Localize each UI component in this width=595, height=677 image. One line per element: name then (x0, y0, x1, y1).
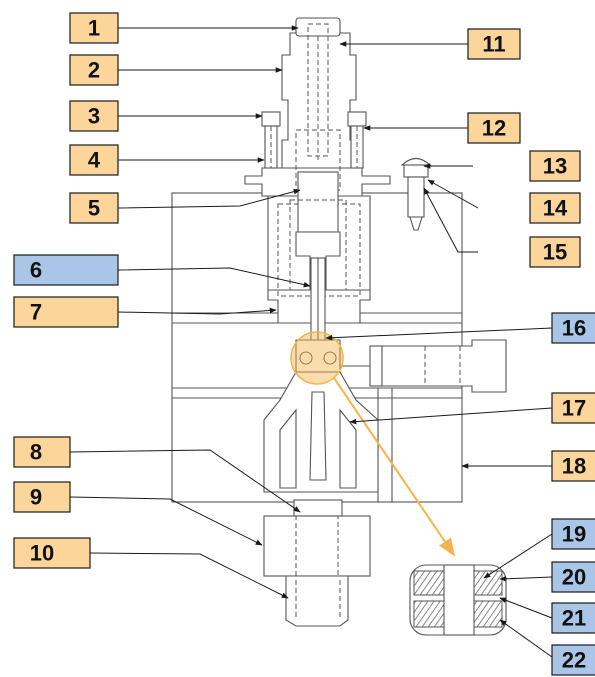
leader-lines (69, 25, 553, 658)
svg-text:1: 1 (88, 16, 100, 41)
callout-1: 1 (69, 12, 119, 44)
svg-text:3: 3 (88, 104, 100, 129)
callout-9: 9 (13, 481, 71, 513)
callout-22: 22 (551, 644, 595, 676)
callout-12: 12 (467, 112, 521, 144)
callout-21: 21 (551, 602, 595, 634)
callout-labels: 1 2 3 4 5 6 7 8 9 10 11 12 13 14 15 16 1… (13, 12, 595, 676)
svg-text:11: 11 (482, 32, 505, 57)
svg-text:20: 20 (562, 565, 586, 590)
callout-16: 16 (551, 312, 595, 344)
callout-14: 14 (529, 192, 581, 224)
callout-18: 18 (551, 450, 595, 482)
side-port (340, 339, 507, 393)
callout-4: 4 (69, 144, 119, 176)
svg-text:10: 10 (30, 541, 54, 566)
svg-text:15: 15 (543, 240, 567, 265)
callout-8: 8 (13, 436, 71, 468)
callout-15: 15 (529, 236, 581, 268)
callout-19: 19 (551, 518, 595, 550)
svg-text:6: 6 (30, 258, 42, 283)
outlet-fitting (285, 575, 349, 627)
adjuster-cap (295, 17, 341, 37)
callout-5: 5 (69, 192, 119, 224)
svg-text:12: 12 (482, 116, 506, 141)
callout-11: 11 (467, 28, 521, 60)
seal-detail-view (409, 564, 507, 636)
svg-text:5: 5 (88, 196, 100, 221)
svg-text:7: 7 (30, 300, 42, 325)
svg-text:14: 14 (543, 196, 568, 221)
side-bolt (400, 157, 432, 231)
svg-text:4: 4 (88, 148, 101, 173)
callout-13: 13 (529, 150, 581, 182)
left-screw (261, 111, 281, 169)
svg-text:13: 13 (543, 154, 567, 179)
svg-text:16: 16 (562, 316, 586, 341)
valve-drawing (171, 17, 507, 627)
callout-2: 2 (69, 54, 119, 86)
callout-17: 17 (551, 392, 595, 424)
svg-text:9: 9 (30, 485, 42, 510)
svg-text:21: 21 (562, 606, 586, 631)
right-screw (347, 111, 367, 169)
outlet-nut (293, 499, 343, 517)
svg-text:18: 18 (562, 454, 586, 479)
svg-text:19: 19 (562, 522, 586, 547)
seal-highlight-circle (290, 331, 344, 385)
callout-6: 6 (13, 254, 119, 286)
svg-text:8: 8 (30, 440, 42, 465)
svg-text:17: 17 (562, 396, 586, 421)
callout-3: 3 (69, 100, 119, 132)
svg-text:2: 2 (88, 58, 100, 83)
svg-text:22: 22 (562, 648, 586, 673)
detail-pointer (333, 377, 456, 557)
callout-10: 10 (13, 537, 91, 569)
callout-20: 20 (551, 561, 595, 593)
callout-7: 7 (13, 296, 119, 328)
